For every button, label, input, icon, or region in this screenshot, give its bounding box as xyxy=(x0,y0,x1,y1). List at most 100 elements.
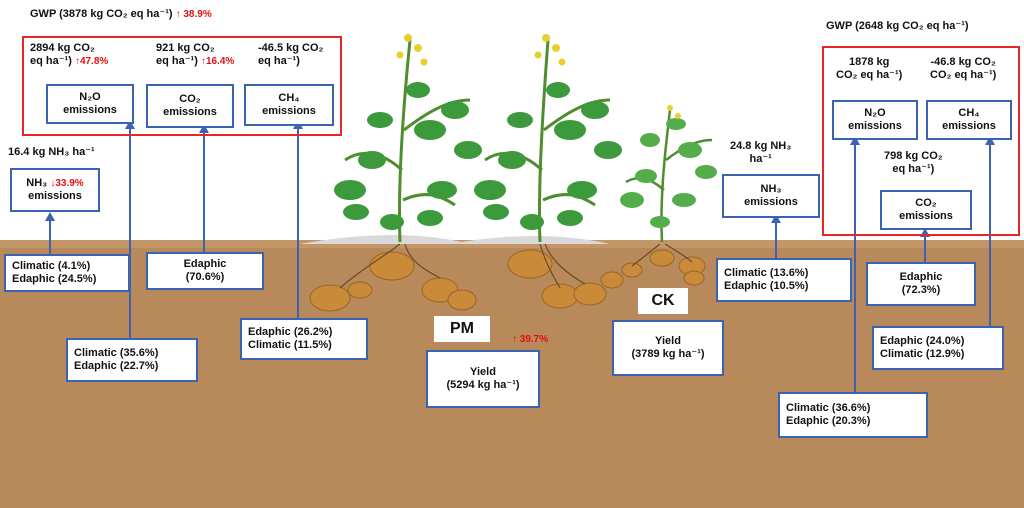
ck-nh3-value-line2: ha⁻¹ xyxy=(749,152,772,165)
pm-n2o-value-line1: 2894 kg CO₂ xyxy=(30,42,95,54)
pm-co2-value: 921 kg CO₂ eq ha⁻¹) ↑16.4% xyxy=(156,42,234,67)
ck-nh3-box-gas: NH₃ xyxy=(760,182,782,195)
ck-co2-emissions-box: CO₂ emissions xyxy=(880,190,972,230)
ck-nh3-value-line1: 24.8 kg NH₃ xyxy=(730,140,792,152)
pm-yield-box: Yield (5294 kg ha⁻¹) xyxy=(426,350,540,408)
mulch-ridge-right xyxy=(450,236,610,244)
ck-ch4-value-line2: CO₂ eq ha⁻¹) xyxy=(930,68,997,81)
ck-co2-value-line1: 798 kg CO₂ xyxy=(884,150,943,162)
pm-nh3-box-label: emissions xyxy=(28,190,82,202)
ck-ch4-box-gas: CH₄ xyxy=(958,106,980,119)
ck-ch4-value-line1: -46.8 kg CO₂ xyxy=(930,56,996,68)
pm-nh3-factors-box: Climatic (4.1%) Edaphic (24.5%) xyxy=(4,254,130,292)
ck-ch4-factor-climatic: Climatic (12.9%) xyxy=(880,348,965,360)
ck-ch4-box-label: emissions xyxy=(942,120,996,132)
ck-ch4-value: -46.8 kg CO₂ CO₂ eq ha⁻¹) xyxy=(930,56,996,81)
ck-n2o-box-label: emissions xyxy=(848,120,902,132)
ck-nh3-box-label: emissions xyxy=(744,196,798,208)
ck-yield-value: (3789 kg ha⁻¹) xyxy=(631,348,705,360)
pm-nh3-box-gas-line: NH₃ ↓33.9% xyxy=(26,177,83,190)
pm-ch4-value-line1: -46.5 kg CO₂ xyxy=(258,42,324,54)
ck-n2o-value: 1878 kg CO₂ eq ha⁻¹) xyxy=(836,56,902,81)
pm-yield-change: ↑ 39.7% xyxy=(512,334,549,345)
ck-n2o-value-line2: CO₂ eq ha⁻¹) xyxy=(836,68,903,81)
ck-n2o-emissions-box: N₂O emissions xyxy=(832,100,918,140)
ck-yield-label: Yield xyxy=(655,334,681,347)
pm-ch4-emissions-box: CH₄ emissions xyxy=(244,84,334,126)
ck-n2o-factors-box: Climatic (36.6%) Edaphic (20.3%) xyxy=(778,392,928,438)
pm-nh3-box-gas: NH₃ xyxy=(26,176,48,189)
pm-n2o-unit: eq ha⁻¹) xyxy=(30,54,72,67)
ck-co2-factors-box: Edaphic (72.3%) xyxy=(866,262,976,306)
ck-n2o-factor-edaphic: Edaphic (20.3%) xyxy=(786,415,871,427)
pm-co2-change: ↑16.4% xyxy=(200,55,235,67)
pm-co2-box-label: emissions xyxy=(163,106,217,118)
pm-yield-label: Yield xyxy=(470,365,496,378)
tuber-stolons xyxy=(339,243,693,289)
pm-gwp-change: ↑ 38.9% xyxy=(175,9,212,20)
pm-n2o-factor-edaphic: Edaphic (22.7%) xyxy=(74,360,159,372)
pm-ch4-factors-box: Edaphic (26.2%) Climatic (11.5%) xyxy=(240,318,368,360)
pm-ch4-unit: eq ha⁻¹) xyxy=(258,54,300,67)
pm-n2o-value: 2894 kg CO₂ eq ha⁻¹) ↑47.8% xyxy=(30,42,108,67)
pm-nh3-change: ↓33.9% xyxy=(50,177,84,189)
pm-co2-factor-edaphic: Edaphic xyxy=(183,257,227,270)
pm-n2o-factor-climatic: Climatic (35.6%) xyxy=(74,346,159,359)
pm-co2-factors-box: Edaphic (70.6%) xyxy=(146,252,264,290)
ck-nh3-factors-box: Climatic (13.6%) Edaphic (10.5%) xyxy=(716,258,852,302)
ck-nh3-factor-climatic: Climatic (13.6%) xyxy=(724,266,809,279)
ck-gwp-title: GWP (2648 kg CO₂ eq ha⁻¹) xyxy=(826,20,969,32)
pm-nh3-factor-climatic: Climatic (4.1%) xyxy=(12,259,91,272)
pm-ch4-factor-climatic: Climatic (11.5%) xyxy=(248,339,332,351)
ck-co2-box-gas: CO₂ xyxy=(915,196,937,209)
ck-ch4-factor-edaphic: Edaphic (24.0%) xyxy=(880,334,965,347)
ck-co2-value: 798 kg CO₂ eq ha⁻¹) xyxy=(884,150,943,175)
pm-ch4-value: -46.5 kg CO₂ eq ha⁻¹) xyxy=(258,42,323,67)
pm-ch4-factor-edaphic: Edaphic (26.2%) xyxy=(248,325,333,338)
pm-n2o-box-label: emissions xyxy=(63,104,117,116)
pm-ch4-box-label: emissions xyxy=(262,105,316,117)
ck-n2o-box-gas: N₂O xyxy=(864,106,886,119)
pm-co2-factor-value: (70.6%) xyxy=(185,271,225,283)
pm-label: PM xyxy=(434,316,490,342)
pm-n2o-emissions-box: N₂O emissions xyxy=(46,84,134,124)
pm-co2-value-line1: 921 kg CO₂ xyxy=(156,42,215,54)
pm-yield-value: (5294 kg ha⁻¹) xyxy=(446,379,520,391)
pm-n2o-box-gas: N₂O xyxy=(79,90,101,103)
ck-co2-factor-edaphic: Edaphic xyxy=(899,270,943,283)
pm-co2-emissions-box: CO₂ emissions xyxy=(146,84,234,128)
ck-n2o-factor-climatic: Climatic (36.6%) xyxy=(786,401,871,414)
ck-n2o-value-line1: 1878 kg xyxy=(848,56,890,68)
pm-co2-unit: eq ha⁻¹) xyxy=(156,54,198,67)
ck-gwp-frame xyxy=(822,46,1020,236)
mulch-ridge-left xyxy=(300,235,470,244)
pm-nh3-factor-edaphic: Edaphic (24.5%) xyxy=(12,273,97,285)
connector-arrowheads xyxy=(45,120,995,237)
ck-co2-box-label: emissions xyxy=(899,210,953,222)
ck-yield-box: Yield (3789 kg ha⁻¹) xyxy=(612,320,724,376)
ck-label: CK xyxy=(638,288,688,314)
pm-nh3-value: 16.4 kg NH₃ ha⁻¹ xyxy=(8,146,95,159)
pm-gwp-frame xyxy=(22,36,342,136)
pm-n2o-change: ↑47.8% xyxy=(74,55,109,67)
ck-ch4-emissions-box: CH₄ emissions xyxy=(926,100,1012,140)
pm-co2-box-gas: CO₂ xyxy=(179,92,201,105)
pm-gwp-title: GWP (3878 kg CO₂ eq ha⁻¹) ↑ 38.9% xyxy=(30,8,212,21)
ck-nh3-emissions-box: NH₃ emissions xyxy=(722,174,820,218)
ck-co2-value-line2: eq ha⁻¹) xyxy=(892,162,935,175)
ck-nh3-factor-edaphic: Edaphic (10.5%) xyxy=(724,280,809,292)
pm-n2o-factors-box: Climatic (35.6%) Edaphic (22.7%) xyxy=(66,338,198,382)
potato-plant-middle xyxy=(474,34,622,243)
ck-nh3-value: 24.8 kg NH₃ ha⁻¹ xyxy=(730,140,791,165)
potato-plant-left xyxy=(334,34,482,243)
pm-nh3-emissions-box: NH₃ ↓33.9% emissions xyxy=(10,168,100,212)
ck-co2-factor-value: (72.3%) xyxy=(901,284,941,296)
potato-plant-right xyxy=(620,105,717,243)
pm-gwp-text: GWP (3878 kg CO₂ eq ha⁻¹) xyxy=(30,8,173,20)
pm-n2o-value-line2: eq ha⁻¹) ↑47.8% xyxy=(30,55,108,68)
pm-ch4-box-gas: CH₄ xyxy=(278,91,300,104)
potato-tubers xyxy=(309,249,706,312)
ck-ch4-factors-box: Edaphic (24.0%) Climatic (12.9%) xyxy=(872,326,1004,370)
pm-nh3-value-text: 16.4 kg NH₃ ha⁻¹ xyxy=(8,146,95,158)
